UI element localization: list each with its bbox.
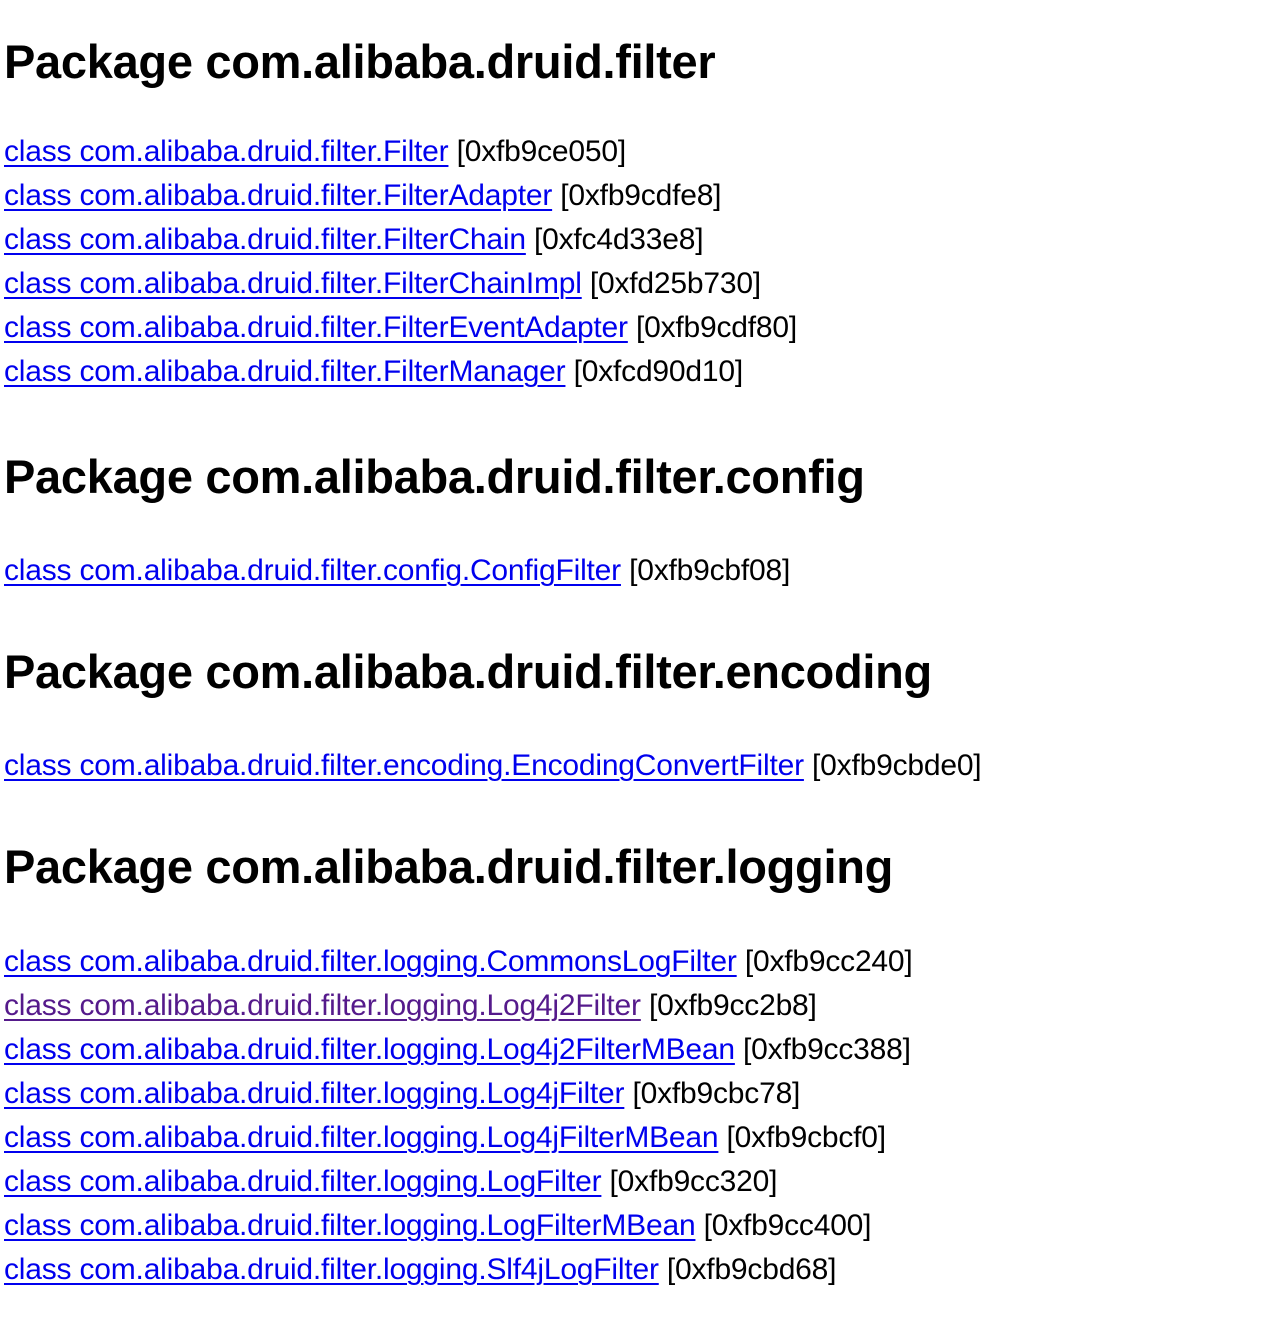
class-link[interactable]: class com.alibaba.druid.filter.logging.L…: [4, 1209, 696, 1242]
class-address: [0xfb9cbc78]: [632, 1077, 801, 1110]
package-section-encoding: Package com.alibaba.druid.filter.encodin…: [4, 645, 1272, 788]
package-section-config: Package com.alibaba.druid.filter.config …: [4, 450, 1272, 593]
class-link[interactable]: class com.alibaba.druid.filter.FilterAda…: [4, 179, 553, 212]
class-row: class com.alibaba.druid.filter.FilterAda…: [4, 174, 1272, 218]
class-address: [0xfb9cc320]: [609, 1165, 778, 1198]
class-row: class com.alibaba.druid.filter.FilterEve…: [4, 306, 1272, 350]
class-row: class com.alibaba.druid.filter.logging.C…: [4, 940, 1272, 984]
class-address: [0xfb9cdfe8]: [560, 179, 722, 212]
class-row: class com.alibaba.druid.filter.Filter [0…: [4, 130, 1272, 174]
class-address: [0xfc4d33e8]: [533, 223, 704, 256]
package-heading: Package com.alibaba.druid.filter: [4, 35, 716, 88]
class-address: [0xfb9cbcf0]: [726, 1121, 887, 1154]
package-heading: Package com.alibaba.druid.filter.config: [4, 450, 865, 503]
class-list: class com.alibaba.druid.filter.logging.C…: [4, 940, 1272, 1292]
class-row: class com.alibaba.druid.filter.logging.L…: [4, 1072, 1272, 1116]
class-link[interactable]: class com.alibaba.druid.filter.logging.L…: [4, 1077, 625, 1110]
class-address: [0xfb9cc2b8]: [648, 989, 817, 1022]
class-address: [0xfd25b730]: [589, 267, 761, 300]
class-address: [0xfb9ce050]: [456, 135, 627, 168]
class-link[interactable]: class com.alibaba.druid.filter.config.Co…: [4, 554, 621, 587]
class-row: class com.alibaba.druid.filter.config.Co…: [4, 549, 1272, 593]
class-address: [0xfb9cbf08]: [629, 554, 791, 587]
class-row: class com.alibaba.druid.filter.logging.L…: [4, 1028, 1272, 1072]
class-row: class com.alibaba.druid.filter.logging.L…: [4, 984, 1272, 1028]
class-row: class com.alibaba.druid.filter.FilterCha…: [4, 262, 1272, 306]
class-row: class com.alibaba.druid.filter.logging.S…: [4, 1248, 1272, 1292]
class-list: class com.alibaba.druid.filter.Filter [0…: [4, 130, 1272, 394]
class-row: class com.alibaba.druid.filter.logging.L…: [4, 1160, 1272, 1204]
class-link[interactable]: class com.alibaba.druid.filter.Filter: [4, 135, 449, 168]
class-address: [0xfb9cc240]: [744, 945, 913, 978]
class-link[interactable]: class com.alibaba.druid.filter.FilterMan…: [4, 355, 566, 388]
class-address: [0xfcd90d10]: [573, 355, 744, 388]
class-list: class com.alibaba.druid.filter.encoding.…: [4, 744, 1272, 788]
class-link[interactable]: class com.alibaba.druid.filter.FilterCha…: [4, 267, 582, 300]
package-section-logging: Package com.alibaba.druid.filter.logging…: [4, 840, 1272, 1292]
class-address: [0xfb9cbd68]: [666, 1253, 837, 1286]
class-link[interactable]: class com.alibaba.druid.filter.logging.S…: [4, 1253, 659, 1286]
class-address: [0xfb9cdf80]: [635, 311, 798, 344]
class-address: [0xfb9cbde0]: [812, 749, 982, 782]
package-heading: Package com.alibaba.druid.filter.logging: [4, 840, 894, 893]
class-link[interactable]: class com.alibaba.druid.filter.logging.L…: [4, 1165, 602, 1198]
class-address: [0xfb9cc400]: [703, 1209, 872, 1242]
class-address: [0xfb9cc388]: [743, 1033, 911, 1066]
class-row: class com.alibaba.druid.filter.encoding.…: [4, 744, 1272, 788]
class-link[interactable]: class com.alibaba.druid.filter.FilterCha…: [4, 223, 526, 256]
class-link[interactable]: class com.alibaba.druid.filter.FilterEve…: [4, 311, 628, 344]
class-link[interactable]: class com.alibaba.druid.filter.logging.C…: [4, 945, 737, 978]
package-section-filter: Package com.alibaba.druid.filter class c…: [4, 35, 1272, 394]
class-link[interactable]: class com.alibaba.druid.filter.logging.L…: [4, 1033, 735, 1066]
package-heading: Package com.alibaba.druid.filter.encodin…: [4, 645, 932, 698]
class-row: class com.alibaba.druid.filter.logging.L…: [4, 1204, 1272, 1248]
class-link[interactable]: class com.alibaba.druid.filter.encoding.…: [4, 749, 804, 782]
class-list: class com.alibaba.druid.filter.config.Co…: [4, 549, 1272, 593]
class-row: class com.alibaba.druid.filter.FilterCha…: [4, 218, 1272, 262]
class-row: class com.alibaba.druid.filter.logging.L…: [4, 1116, 1272, 1160]
page: Package com.alibaba.druid.filter class c…: [0, 35, 1272, 1292]
class-link-visited[interactable]: class com.alibaba.druid.filter.logging.L…: [4, 989, 641, 1022]
class-link[interactable]: class com.alibaba.druid.filter.logging.L…: [4, 1121, 719, 1154]
class-row: class com.alibaba.druid.filter.FilterMan…: [4, 350, 1272, 394]
